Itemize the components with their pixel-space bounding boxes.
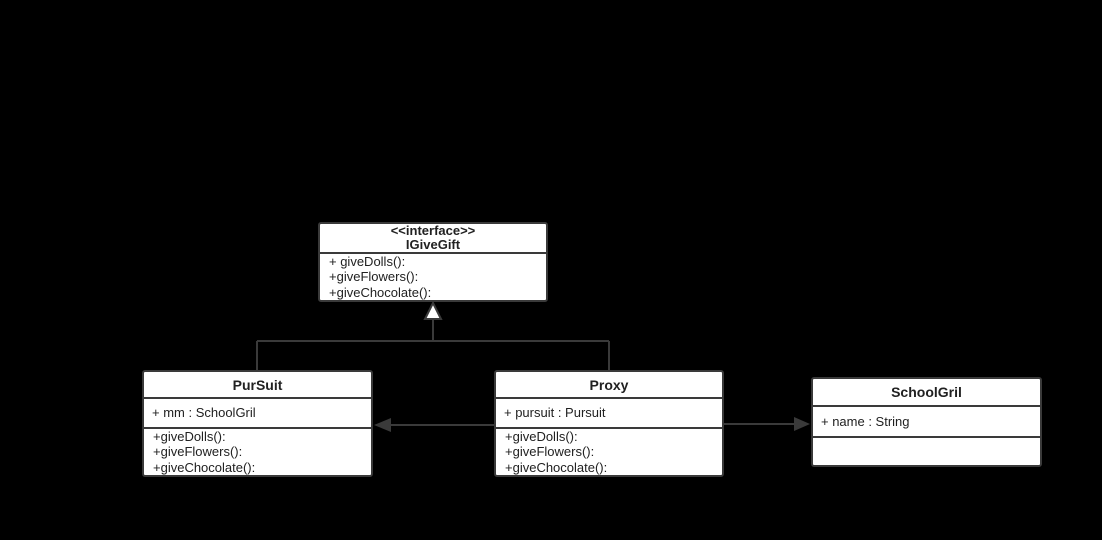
method-row: +giveDolls(): [505, 429, 578, 444]
filled-arrowhead-left-icon [374, 418, 391, 432]
attributes-section: + pursuit : Pursuit [496, 399, 722, 429]
attribute-row: + mm : SchoolGril [152, 405, 256, 420]
class-header: <<interface>> IGiveGift [320, 224, 546, 254]
class-box-schoolgril: SchoolGril + name : String [811, 377, 1042, 467]
class-box-pursuit: PurSuit + mm : SchoolGril +giveDolls(): … [142, 370, 373, 477]
stereotype-label: <<interface>> [390, 223, 476, 238]
filled-arrowhead-right-icon [794, 417, 810, 431]
method-row: +giveChocolate(): [329, 284, 432, 300]
method-row: + giveDolls(): [329, 254, 406, 269]
method-row: +giveDolls(): [153, 429, 226, 444]
method-row: +giveFlowers(): [329, 269, 419, 285]
association-proxy-to-pursuit [374, 418, 494, 432]
realization-arrowhead-icon [423, 300, 443, 320]
method-row: +giveChocolate(): [505, 459, 608, 475]
class-name: SchoolGril [891, 384, 962, 400]
class-box-proxy: Proxy + pursuit : Pursuit +giveDolls(): … [494, 370, 724, 477]
class-name: Proxy [589, 377, 629, 393]
methods-section: + giveDolls(): +giveFlowers(): +giveChoc… [320, 254, 546, 300]
association-proxy-to-schoolgril [723, 417, 810, 431]
class-header: PurSuit [144, 372, 371, 399]
methods-section-empty [813, 438, 1040, 465]
attributes-section: + mm : SchoolGril [144, 399, 371, 429]
methods-section: +giveDolls(): +giveFlowers(): +giveChoco… [496, 429, 722, 475]
methods-section: +giveDolls(): +giveFlowers(): +giveChoco… [144, 429, 371, 475]
method-row: +giveFlowers(): [505, 444, 595, 460]
class-name: IGiveGift [405, 237, 461, 252]
class-box-igivegift: <<interface>> IGiveGift + giveDolls(): +… [318, 222, 548, 302]
class-name: PurSuit [232, 377, 283, 393]
class-header: SchoolGril [813, 379, 1040, 407]
method-row: +giveChocolate(): [153, 459, 256, 475]
method-row: +giveFlowers(): [153, 444, 243, 460]
attribute-row: + pursuit : Pursuit [504, 405, 606, 420]
attribute-row: + name : String [821, 414, 910, 429]
realization-connector [256, 300, 610, 371]
class-header: Proxy [496, 372, 722, 399]
attributes-section: + name : String [813, 407, 1040, 438]
